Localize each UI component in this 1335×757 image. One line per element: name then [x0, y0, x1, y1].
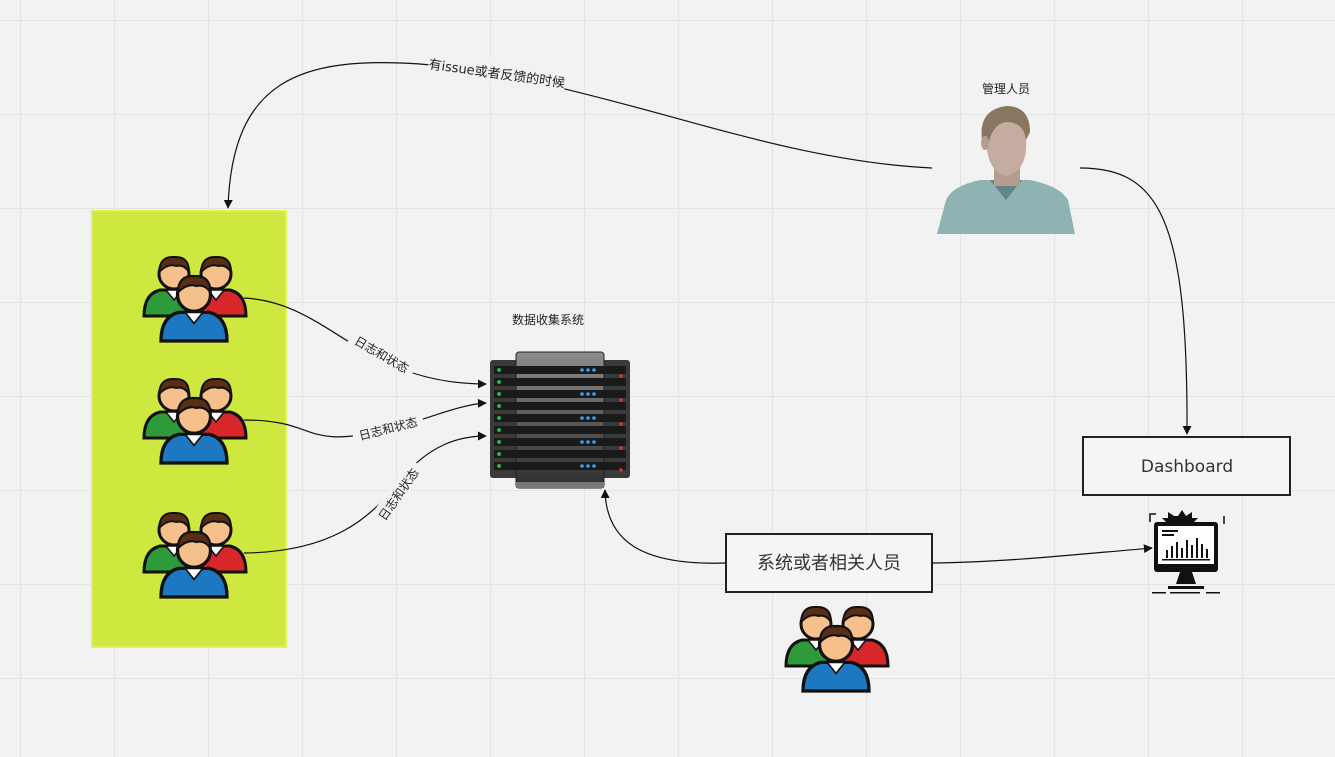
stakeholders-to-server-edge — [600, 489, 727, 564]
stakeholders-to-monitor-edge — [931, 544, 1153, 564]
feedback-label-bg — [427, 50, 567, 94]
server-label: 数据收集系统 — [512, 312, 584, 327]
admin-person-icon — [937, 106, 1075, 234]
admin-label: 管理人员 — [982, 81, 1030, 96]
log-label-bg-2 — [350, 409, 425, 445]
log-label-bg-3 — [369, 458, 426, 529]
user-group-icon — [786, 607, 888, 691]
dashboard-monitor-icon — [1149, 510, 1225, 594]
dashboard-label: Dashboard — [1141, 457, 1233, 477]
stakeholders-label: 系统或者相关人员 — [757, 553, 901, 574]
feedback-edge — [223, 62, 933, 209]
admin-to-dashboard-edge — [1079, 167, 1192, 435]
server-rack-icon — [490, 351, 630, 489]
dashboard-box[interactable] — [1082, 436, 1291, 496]
log-edge-label-3: 日志和状态 — [376, 466, 422, 523]
log-label-bg-1 — [346, 327, 419, 379]
